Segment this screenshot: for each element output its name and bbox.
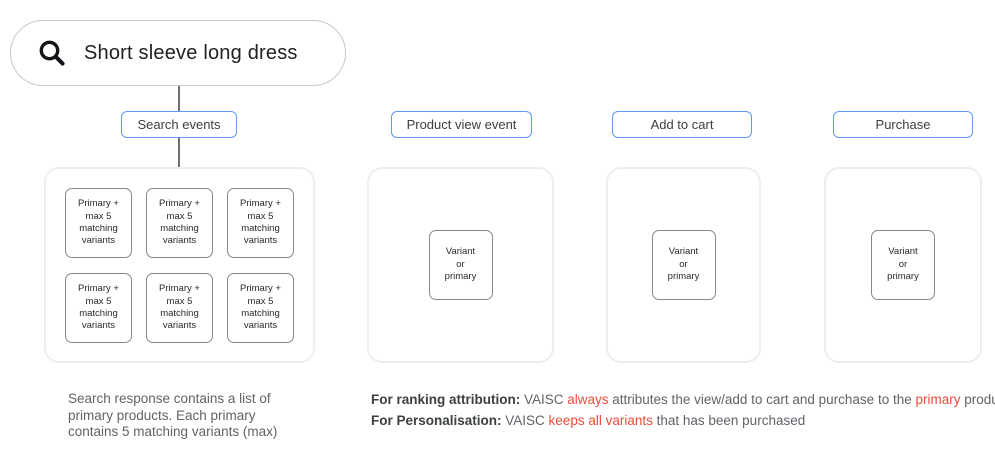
primary-variants-box: Primary + max 5 matching variants — [146, 273, 213, 343]
variant-or-primary-box: Variant or primary — [428, 230, 493, 300]
note-segment: VAISC — [524, 392, 568, 407]
search-bar[interactable]: Short sleeve long dress — [10, 20, 346, 86]
event-label-search-events: Search events — [121, 111, 237, 138]
primary-variants-box: Primary + max 5 matching variants — [65, 273, 132, 343]
search-query: Short sleeve long dress — [84, 41, 298, 64]
search-response-note: Search response contains a list of prima… — [68, 391, 278, 439]
note-segment: For Personalisation: — [371, 413, 506, 428]
event-label-text: Purchase — [875, 117, 931, 132]
search-icon — [39, 40, 65, 66]
note-segment: primary — [915, 392, 961, 407]
add-to-cart-container: Variant or primary — [606, 167, 761, 363]
product-view-container: Variant or primary — [367, 167, 554, 363]
event-label-product-view: Product view event — [391, 111, 532, 138]
note-segment: For ranking attribution: — [371, 392, 524, 407]
search-events-container: Primary + max 5 matching variants Primar… — [44, 167, 315, 363]
note-segment: VAISC — [505, 413, 549, 428]
primary-variants-box: Primary + max 5 matching variants — [146, 188, 213, 258]
purchase-container: Variant or primary — [824, 167, 982, 363]
note-segment: product. — [964, 392, 995, 407]
personalisation-note: For Personalisation: VAISC keeps all var… — [371, 412, 805, 429]
note-segment: that has been purchased — [652, 413, 806, 428]
event-label-text: Product view event — [406, 117, 517, 132]
primary-variants-box: Primary + max 5 matching variants — [227, 188, 294, 258]
note-segment: keeps all variants — [548, 413, 653, 428]
variant-or-primary-box: Variant or primary — [651, 230, 716, 300]
event-label-text: Add to cart — [650, 117, 714, 132]
event-label-text: Search events — [137, 117, 221, 132]
note-segment: attributes the view/add to cart and purc… — [608, 392, 916, 407]
ranking-attribution-note: For ranking attribution: VAISC always at… — [371, 391, 995, 408]
variant-or-primary-box: Variant or primary — [871, 230, 935, 300]
event-label-add-to-cart: Add to cart — [612, 111, 752, 138]
note-segment: always — [567, 392, 609, 407]
primary-variants-box: Primary + max 5 matching variants — [65, 188, 132, 258]
event-label-purchase: Purchase — [833, 111, 973, 138]
primary-variants-box: Primary + max 5 matching variants — [227, 273, 294, 343]
